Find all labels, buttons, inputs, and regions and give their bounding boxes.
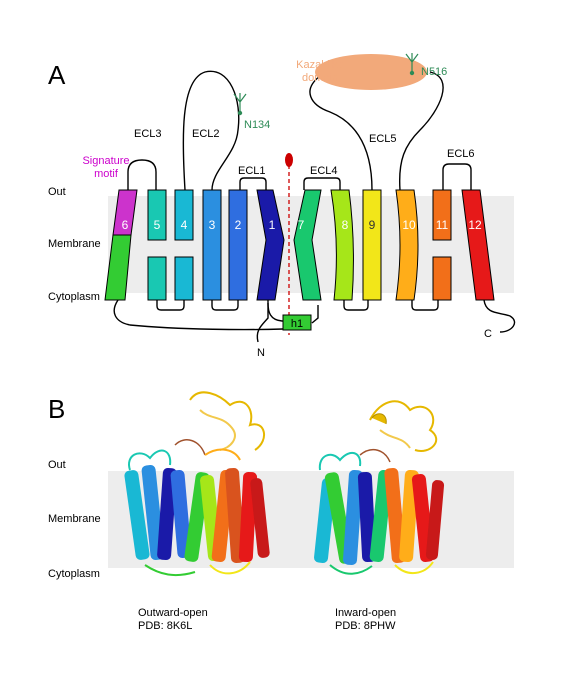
icl-8-9 <box>343 300 369 311</box>
structure-outward-open <box>124 391 270 577</box>
structure-2-state: Inward-open <box>335 607 396 619</box>
tm7-number: 7 <box>298 218 305 232</box>
tm8-number: 8 <box>342 218 349 232</box>
symmetry-axis-marker <box>285 153 293 167</box>
tm2 <box>228 189 248 301</box>
n-terminal-tail <box>256 303 269 343</box>
ecl4-loop <box>303 177 341 190</box>
tm4-lower <box>174 256 194 301</box>
panel-b: B Out Membrane Cytoplasm <box>48 391 514 632</box>
tm4-upper <box>174 189 194 241</box>
label-ecl1: ECL1 <box>238 165 266 177</box>
tm3 <box>202 189 222 301</box>
h1-tm7-link <box>311 305 319 324</box>
label-ecl3: ECL3 <box>134 128 162 140</box>
c-terminal-tail <box>483 299 516 333</box>
tm11-upper <box>432 189 452 241</box>
structure-inward-open <box>314 400 445 575</box>
tm5-upper <box>147 189 167 241</box>
tm12 <box>461 189 495 301</box>
kazal-label-line2: domain <box>302 72 338 84</box>
panel-a-letter: A <box>48 60 66 90</box>
icl-2-3 <box>211 300 239 311</box>
label-ecl4: ECL4 <box>310 165 338 177</box>
label-ecl6: ECL6 <box>447 148 475 160</box>
ecl1-loop <box>239 177 267 190</box>
panel-b-letter: B <box>48 394 65 424</box>
tm10-number: 10 <box>402 218 416 232</box>
glycosite-n516: N516 <box>421 66 447 78</box>
glycosite-n134: N134 <box>244 119 270 131</box>
icl-10-11 <box>411 300 439 311</box>
tm9 <box>362 189 382 301</box>
tm11-number: 11 <box>436 218 449 232</box>
label-out: Out <box>48 186 66 198</box>
label-out-b: Out <box>48 459 66 471</box>
kazal-domain-ellipse <box>315 54 427 90</box>
c-terminus-label: C <box>484 328 492 340</box>
ecl3-loop <box>127 159 157 190</box>
icl-6-7 <box>113 299 284 331</box>
tm11-lower <box>432 256 452 301</box>
ecl5-loop-right <box>398 71 444 191</box>
tm4-number: 4 <box>181 218 188 232</box>
tm7 <box>293 189 322 301</box>
tm6-number: 6 <box>122 218 129 232</box>
kazal-label-line1: Kazal-like <box>296 59 344 71</box>
h1-helix <box>282 314 312 331</box>
tm1-h1-link <box>267 302 285 322</box>
tm2-number: 2 <box>235 218 242 232</box>
tm9-number: 9 <box>369 218 376 232</box>
tm5-number: 5 <box>154 218 161 232</box>
tm10 <box>395 189 419 301</box>
h1-label: h1 <box>291 318 303 330</box>
label-membrane-b: Membrane <box>48 513 101 525</box>
icl-4-5 <box>156 300 185 311</box>
structure-2-pdb: PDB: 8PHW <box>335 620 396 632</box>
tm1-number: 1 <box>269 218 276 232</box>
signature-motif-line2: motif <box>94 168 119 180</box>
ecl6-loop <box>442 163 472 190</box>
label-cytoplasm: Cytoplasm <box>48 291 100 303</box>
glycan-n134-icon <box>233 93 247 116</box>
label-ecl5: ECL5 <box>369 133 397 145</box>
tm8 <box>330 189 354 301</box>
tm5-lower <box>147 256 167 301</box>
tm-helices: 6 5 4 3 2 1 7 8 9 <box>104 189 495 301</box>
tm6-bottom <box>104 234 132 301</box>
tm1 <box>256 189 285 301</box>
ecl2-loop <box>182 70 240 191</box>
structure-1-pdb: PDB: 8K6L <box>138 620 192 632</box>
label-membrane: Membrane <box>48 238 101 250</box>
label-cytoplasm-b: Cytoplasm <box>48 568 100 580</box>
glycan-n516-icon <box>405 53 419 76</box>
signature-motif-line1: Signature <box>82 155 129 167</box>
topology-loops <box>113 69 516 343</box>
label-ecl2: ECL2 <box>192 128 220 140</box>
tm12-number: 12 <box>468 218 482 232</box>
tm3-number: 3 <box>209 218 216 232</box>
n-terminus-label: N <box>257 347 265 359</box>
structure-1-state: Outward-open <box>138 607 208 619</box>
panel-a: A Out Membrane Cytoplasm <box>48 53 516 359</box>
